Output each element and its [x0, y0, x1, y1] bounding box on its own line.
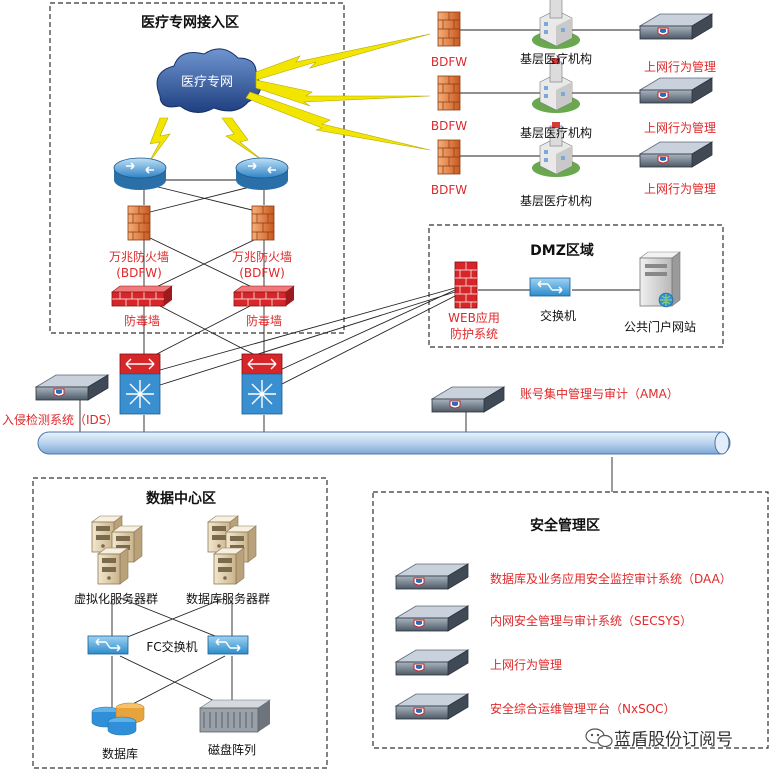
security-item-daa: 数据库及业务应用安全监控审计系统（DAA） — [490, 571, 732, 586]
region-datacenter — [32, 477, 328, 769]
security-item-web-behavior: 上网行为管理 — [490, 657, 562, 672]
antivirus-wall-right-icon — [233, 285, 295, 307]
antivirus-wall-right-label: 防毒墙 — [246, 313, 282, 328]
region-title-datacenter: 数据中心区 — [146, 490, 216, 507]
core-switch-left-icon — [119, 353, 161, 415]
ama-label: 账号集中管理与审计（AMA） — [520, 386, 679, 401]
branch-fw-3-label: BDFW — [431, 183, 467, 197]
antivirus-wall-left-icon — [111, 285, 173, 307]
branch-audit-3-label: 上网行为管理 — [644, 181, 716, 196]
router-left-icon — [113, 157, 167, 191]
portal-server-icon — [639, 251, 681, 308]
wechat-icon — [585, 728, 613, 748]
branch-fw-2-label: BDFW — [431, 119, 467, 133]
lightning-wan-icon — [245, 33, 431, 151]
firewall-left-icon — [127, 205, 151, 241]
database-label: 数据库 — [102, 746, 138, 761]
region-title-security-mgmt: 安全管理区 — [530, 517, 600, 534]
region-dmz — [428, 224, 724, 348]
branch-audit-1-label: 上网行为管理 — [644, 59, 716, 74]
branch-site-3-label: 基层医疗机构 — [520, 193, 592, 208]
waf-label-line2: 防护系统 — [450, 326, 498, 341]
waf-label-line1: WEB应用 — [448, 310, 500, 325]
security-item-nxsoc: 安全综合运维管理平台（NxSOC） — [490, 701, 676, 716]
nxsoc-appliance-icon — [395, 693, 469, 720]
branch-firewall-3-icon — [437, 139, 461, 175]
branch-firewall-2-icon — [437, 75, 461, 111]
virtualization-server-group-icon — [91, 515, 143, 585]
secsys-appliance-icon — [395, 605, 469, 632]
firewall-left-sublabel: (BDFW) — [116, 266, 162, 280]
antivirus-wall-left-label: 防毒墙 — [124, 313, 160, 328]
ids-label: 入侵检测系统（IDS） — [2, 412, 118, 427]
disk-array-icon — [199, 699, 271, 733]
portal-label: 公共门户网站 — [624, 319, 696, 334]
branch-site-2-label: 基层医疗机构 — [520, 125, 592, 140]
fc-switch-left-icon — [87, 635, 129, 655]
lightning-link-icon — [147, 117, 263, 165]
branch-audit-1-icon — [639, 13, 713, 40]
ama-appliance-icon — [431, 386, 505, 413]
virtualization-server-group-label: 虚拟化服务器群 — [74, 591, 158, 606]
dmz-switch-icon — [529, 277, 571, 297]
core-switch-right-icon — [241, 353, 283, 415]
branch-building-1-icon — [531, 0, 581, 50]
daa-appliance-icon — [395, 563, 469, 590]
web-behavior-appliance-icon — [395, 649, 469, 676]
router-right-icon — [235, 157, 289, 191]
firewall-right-icon — [251, 205, 275, 241]
region-title-dmz: DMZ区域 — [530, 242, 594, 259]
disk-array-label: 磁盘阵列 — [208, 742, 256, 757]
branch-audit-3-icon — [639, 141, 713, 168]
branch-audit-2-label: 上网行为管理 — [644, 120, 716, 135]
branch-building-2-icon — [531, 57, 581, 114]
region-title-medical-access: 医疗专网接入区 — [141, 14, 239, 31]
branch-firewall-1-icon — [437, 11, 461, 47]
branch-site-1-label: 基层医疗机构 — [520, 51, 592, 66]
fc-switch-label: FC交换机 — [146, 639, 197, 654]
branch-fw-1-label: BDFW — [431, 55, 467, 69]
watermark-text: 蓝盾股份订阅号 — [614, 730, 733, 750]
database-server-group-label: 数据库服务器群 — [186, 591, 270, 606]
database-icon — [91, 702, 145, 736]
firewall-right-label: 万兆防火墙 — [232, 249, 292, 264]
waf-icon — [454, 261, 478, 309]
branch-audit-2-icon — [639, 77, 713, 104]
region-security-mgmt — [372, 491, 769, 749]
firewall-right-sublabel: (BDFW) — [239, 266, 285, 280]
database-server-group-icon — [207, 515, 257, 585]
firewall-left-label: 万兆防火墙 — [109, 249, 169, 264]
dmz-switch-label: 交换机 — [540, 308, 576, 323]
backbone-bus — [37, 431, 731, 455]
fc-switch-right-icon — [207, 635, 249, 655]
security-item-secsys: 内网安全管理与审计系统（SECSYS） — [490, 613, 692, 628]
ids-appliance-icon — [35, 374, 109, 401]
cloud-label: 医疗专网 — [181, 75, 233, 90]
